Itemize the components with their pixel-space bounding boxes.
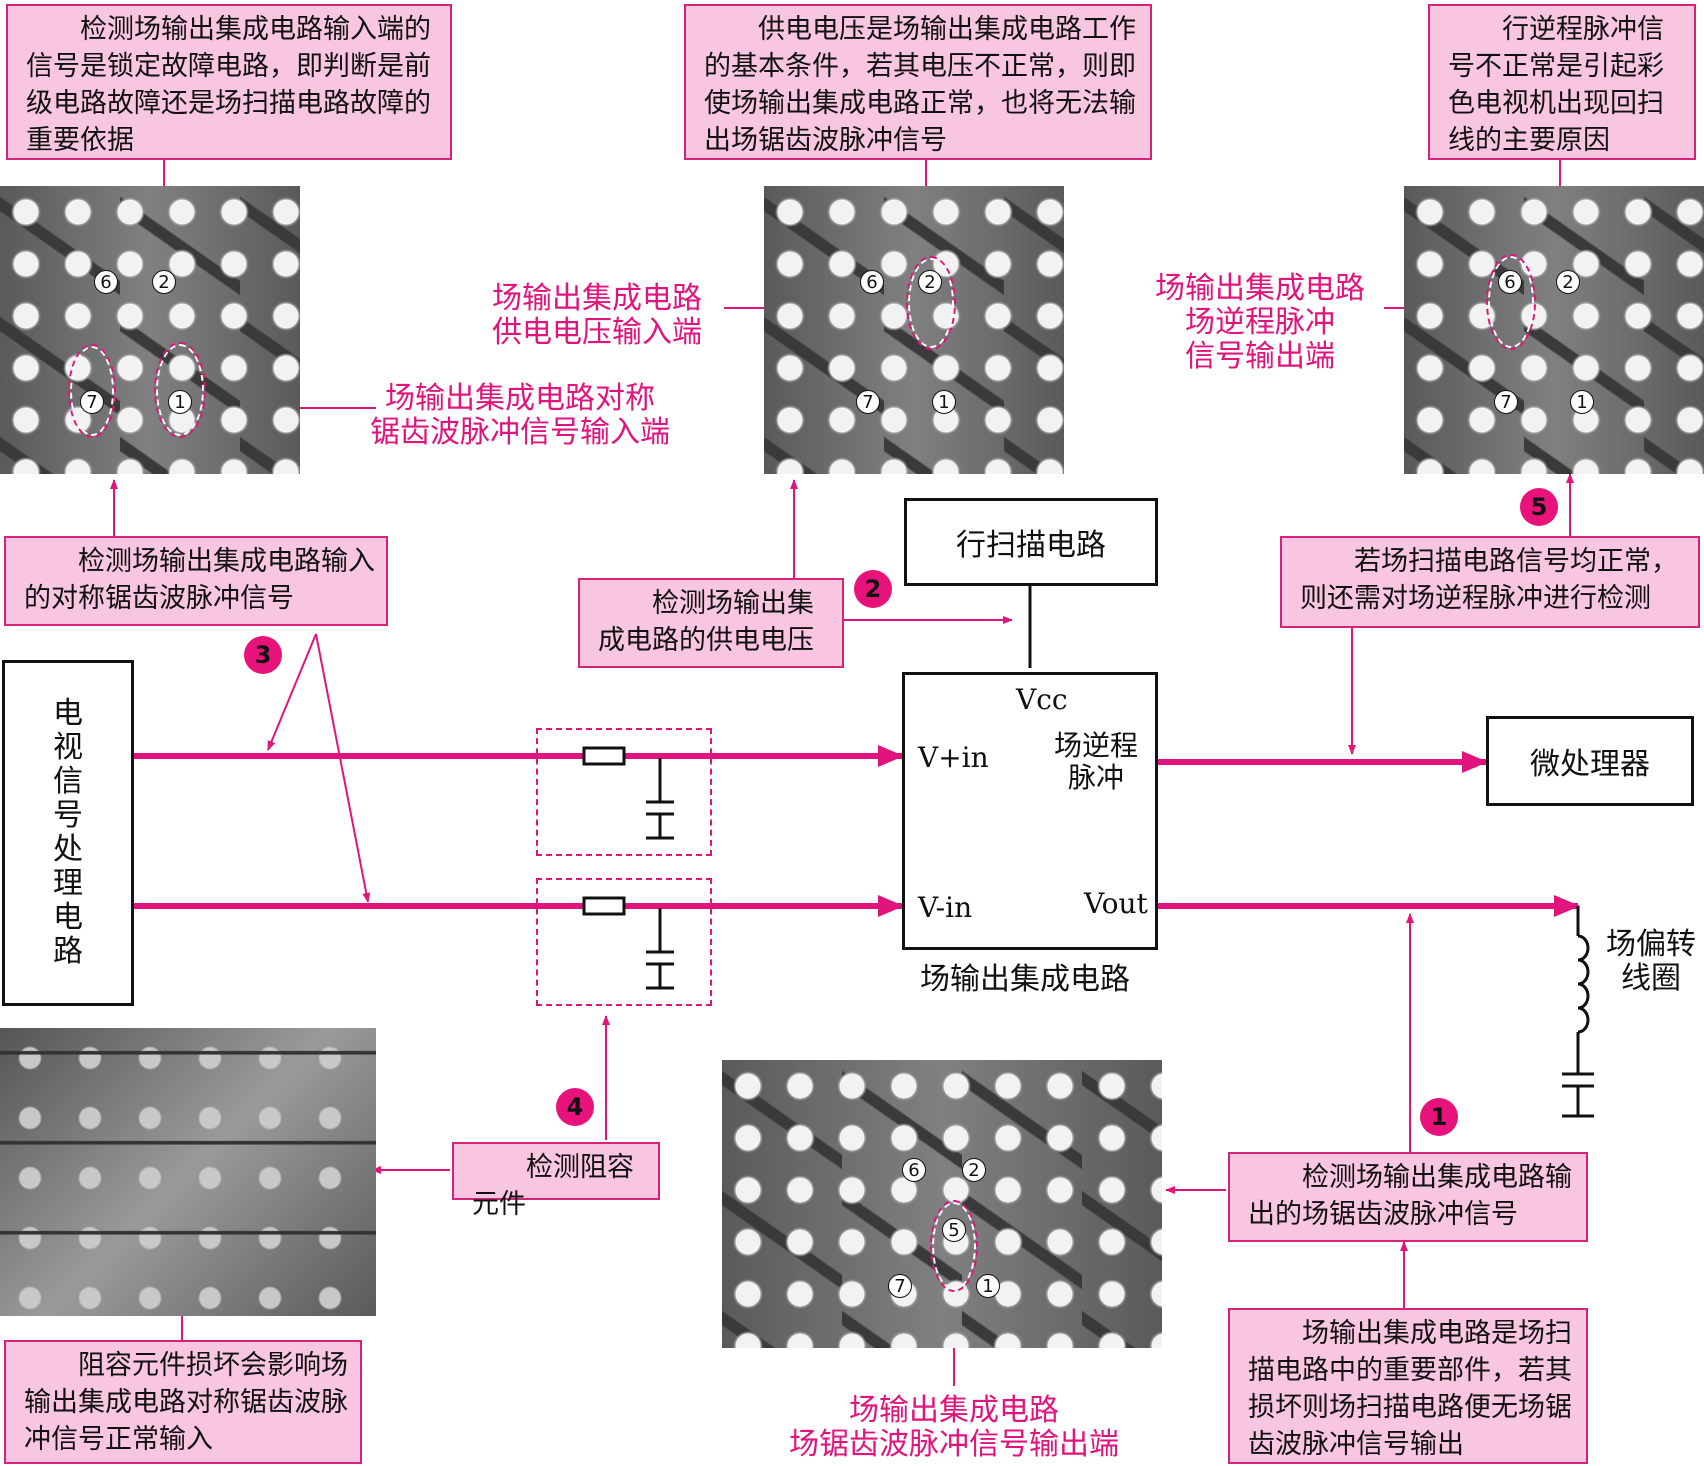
pin-2: 2: [1556, 270, 1580, 294]
step-badge-4: 4: [556, 1088, 594, 1126]
pin-7: 7: [856, 390, 880, 414]
label-line: 场输出集成电路: [1155, 271, 1365, 306]
ic-pin-flyback-line: 场逆程: [1054, 729, 1139, 762]
label-line: 场输出集成电路: [492, 281, 702, 316]
deflection-coil-label: 场偏转 线圈: [1606, 928, 1696, 996]
tv-signal-block: 电视信号处理电路: [2, 660, 134, 1006]
pcb-photo-output: 6 2 5 7 1: [722, 1060, 1162, 1348]
capacitor-bottom: [646, 908, 674, 990]
label-line: 场锯齿波脉冲信号输出端: [789, 1427, 1119, 1462]
highlight-pin-7: [68, 344, 116, 438]
ic-pin-v-plus-in: V+in: [918, 741, 989, 774]
step-badge-5: 5: [1520, 488, 1558, 526]
deflection-coil-symbol: [1562, 906, 1594, 1118]
label-supply-input: 场输出集成电路 供电电压输入端: [474, 282, 720, 350]
pin-1: 1: [1570, 390, 1594, 414]
rc-region-top: [536, 728, 712, 856]
note-flyback-cause: 行逆程脉冲信号不正常是引起彩色电视机出现回扫线的主要原因: [1428, 4, 1696, 160]
rc-region-bottom: [536, 878, 712, 1006]
note-input-signal: 检测场输出集成电路输入端的信号是锁定故障电路，即判断是前级电路故障还是场扫描电路…: [6, 4, 452, 160]
capacitor-top: [646, 758, 674, 840]
pin-6: 6: [94, 270, 118, 294]
highlight-pin-2: [906, 256, 956, 350]
pin-1: 1: [976, 1274, 1000, 1298]
pin-6: 6: [860, 270, 884, 294]
resistor-bottom: [582, 896, 626, 916]
pin-2: 2: [152, 270, 176, 294]
arrow-3-to-minus: [315, 633, 371, 903]
label-line: 场输出集成电路对称: [385, 381, 655, 416]
highlight-pin-1: [154, 342, 206, 438]
label-line: 信号输出端: [1185, 339, 1335, 374]
ic-block: [902, 672, 1158, 950]
note-detect-rc: 检测阻容元件: [452, 1142, 660, 1220]
label-flyback-output: 场输出集成电路 场逆程脉冲 信号输出端: [1140, 272, 1380, 374]
board-photo-rc: [0, 1028, 376, 1316]
pin-7: 7: [1494, 390, 1518, 414]
highlight-pin-5: [930, 1200, 978, 1292]
pcb-photo-supply: 6 2 7 1: [764, 186, 1064, 474]
microprocessor-label: 微处理器: [1530, 747, 1650, 782]
ic-pin-vout: Vout: [1084, 887, 1148, 920]
pcb-photo-input: 6 2 7 1: [0, 186, 300, 474]
label-line: 锯齿波脉冲信号输入端: [370, 415, 670, 450]
ic-pin-flyback: 场逆程 脉冲: [1054, 730, 1138, 794]
note-detect-output: 检测场输出集成电路输出的场锯齿波脉冲信号: [1228, 1152, 1588, 1242]
pin-1: 1: [932, 390, 956, 414]
ic-pin-vcc: Vcc: [1016, 683, 1068, 716]
label-line: 场逆程脉冲: [1185, 305, 1335, 340]
step-badge-1: 1: [1420, 1098, 1458, 1136]
label-sawtooth-output: 场输出集成电路 场锯齿波脉冲信号输出端: [744, 1394, 1164, 1462]
microprocessor-block: 微处理器: [1486, 716, 1694, 806]
line-scan-label: 行扫描电路: [956, 528, 1106, 563]
arrow-3-to-plus: [267, 633, 317, 751]
line-scan-block: 行扫描电路: [904, 498, 1158, 586]
deflection-coil-line: 线圈: [1621, 961, 1681, 996]
resistor-top: [582, 746, 626, 766]
highlight-pin-6: [1486, 254, 1536, 350]
note-flyback-check: 若场扫描电路信号均正常，则还需对场逆程脉冲进行检测: [1280, 536, 1700, 628]
label-line: 场输出集成电路: [849, 1393, 1059, 1428]
pin-6: 6: [902, 1158, 926, 1182]
pin-2: 2: [962, 1158, 986, 1182]
label-symmetric-input: 场输出集成电路对称 锯齿波脉冲信号输入端: [350, 382, 690, 450]
tv-signal-label: 电视信号处理电路: [53, 696, 83, 969]
pin-7: 7: [888, 1274, 912, 1298]
label-line: 供电电压输入端: [492, 315, 702, 350]
note-rc-damage: 阻容元件损坏会影响场输出集成电路对称锯齿波脉冲信号正常输入: [4, 1340, 362, 1464]
ic-pin-flyback-line: 脉冲: [1068, 761, 1125, 794]
ic-pin-v-minus-in: V-in: [918, 891, 973, 924]
step-badge-3: 3: [244, 636, 282, 674]
note-detect-supply: 检测场输出集成电路的供电电压: [578, 578, 844, 668]
ic-caption: 场输出集成电路: [920, 962, 1130, 997]
deflection-coil-line: 场偏转: [1606, 927, 1696, 962]
note-detect-symmetric: 检测场输出集成电路输入的对称锯齿波脉冲信号: [4, 536, 388, 626]
step-badge-2: 2: [854, 570, 892, 608]
note-supply-basic: 供电电压是场输出集成电路工作的基本条件，若其电压不正常，则即使场输出集成电路正常…: [684, 4, 1152, 160]
pcb-photo-flyback: 6 2 7 1: [1404, 186, 1704, 474]
note-ic-importance: 场输出集成电路是场扫描电路中的重要部件，若其损坏则场扫描电路便无场锯齿波脉冲信号…: [1228, 1308, 1588, 1464]
